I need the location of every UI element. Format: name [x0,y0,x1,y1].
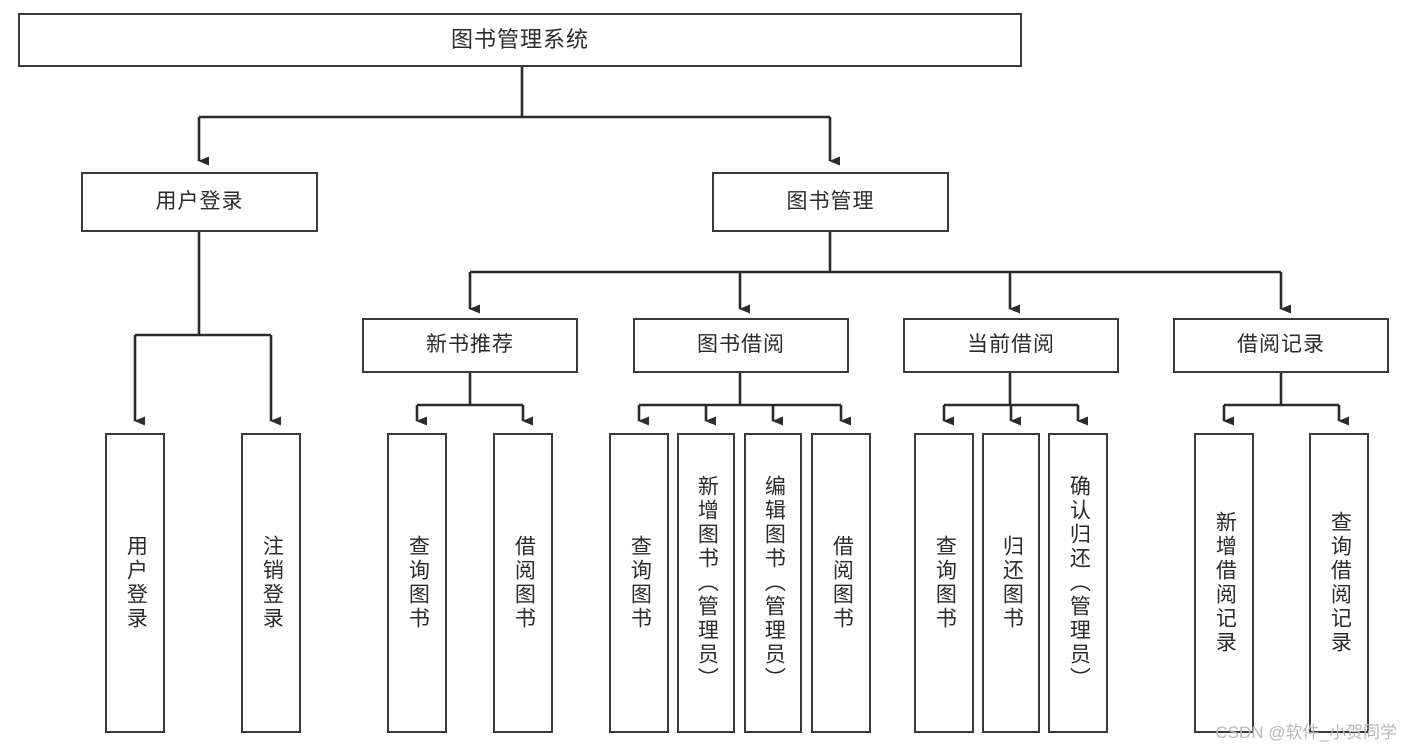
node-book-manage[interactable]: 图书管理 [712,172,949,232]
node-leaf-borrow-book-2[interactable]: 借阅图书 [811,433,871,733]
node-leaf-return-book[interactable]: 归还图书 [982,433,1040,733]
node-current-borrow-label: 当前借阅 [967,333,1055,357]
node-leaf-return-book-label: 归还图书 [1000,535,1024,631]
node-leaf-user-login[interactable]: 用户登录 [105,433,165,733]
node-root-label: 图书管理系统 [450,27,589,53]
node-borrow-record[interactable]: 借阅记录 [1173,318,1389,373]
node-leaf-query-book-3[interactable]: 查询图书 [914,433,974,733]
node-leaf-query-book-2-label: 查询图书 [628,535,652,631]
node-book-borrow[interactable]: 图书借阅 [633,318,849,373]
node-leaf-add-book-label: 新增图书（管理员） [695,475,719,691]
node-current-borrow[interactable]: 当前借阅 [903,318,1119,373]
node-leaf-edit-book[interactable]: 编辑图书（管理员） [744,433,802,733]
node-root[interactable]: 图书管理系统 [18,13,1022,67]
node-leaf-borrow-book-1[interactable]: 借阅图书 [493,433,553,733]
node-leaf-query-book-2[interactable]: 查询图书 [609,433,669,733]
node-leaf-logout[interactable]: 注销登录 [241,433,301,733]
node-user-login[interactable]: 用户登录 [81,172,318,232]
node-leaf-user-login-label: 用户登录 [124,535,148,631]
node-leaf-edit-book-label: 编辑图书（管理员） [762,475,786,691]
node-leaf-logout-label: 注销登录 [260,535,284,631]
node-leaf-confirm-return-label: 确认归还（管理员） [1067,475,1091,691]
node-leaf-borrow-book-1-label: 借阅图书 [512,535,536,631]
node-book-manage-label: 图书管理 [786,189,875,213]
node-user-login-label: 用户登录 [155,189,244,213]
node-leaf-borrow-book-2-label: 借阅图书 [830,535,854,631]
node-new-book-rec-label: 新书推荐 [426,333,514,357]
node-book-borrow-label: 图书借阅 [697,333,785,357]
node-leaf-query-record[interactable]: 查询借阅记录 [1309,433,1369,733]
node-new-book-rec[interactable]: 新书推荐 [362,318,578,373]
node-leaf-query-record-label: 查询借阅记录 [1328,511,1352,655]
node-leaf-query-book-1-label: 查询图书 [406,535,430,631]
node-leaf-query-book-3-label: 查询图书 [933,535,957,631]
node-leaf-confirm-return[interactable]: 确认归还（管理员） [1048,433,1108,733]
node-leaf-add-record[interactable]: 新增借阅记录 [1194,433,1254,733]
node-leaf-query-book-1[interactable]: 查询图书 [387,433,447,733]
node-borrow-record-label: 借阅记录 [1237,333,1325,357]
node-leaf-add-book[interactable]: 新增图书（管理员） [677,433,735,733]
node-leaf-add-record-label: 新增借阅记录 [1213,511,1237,655]
